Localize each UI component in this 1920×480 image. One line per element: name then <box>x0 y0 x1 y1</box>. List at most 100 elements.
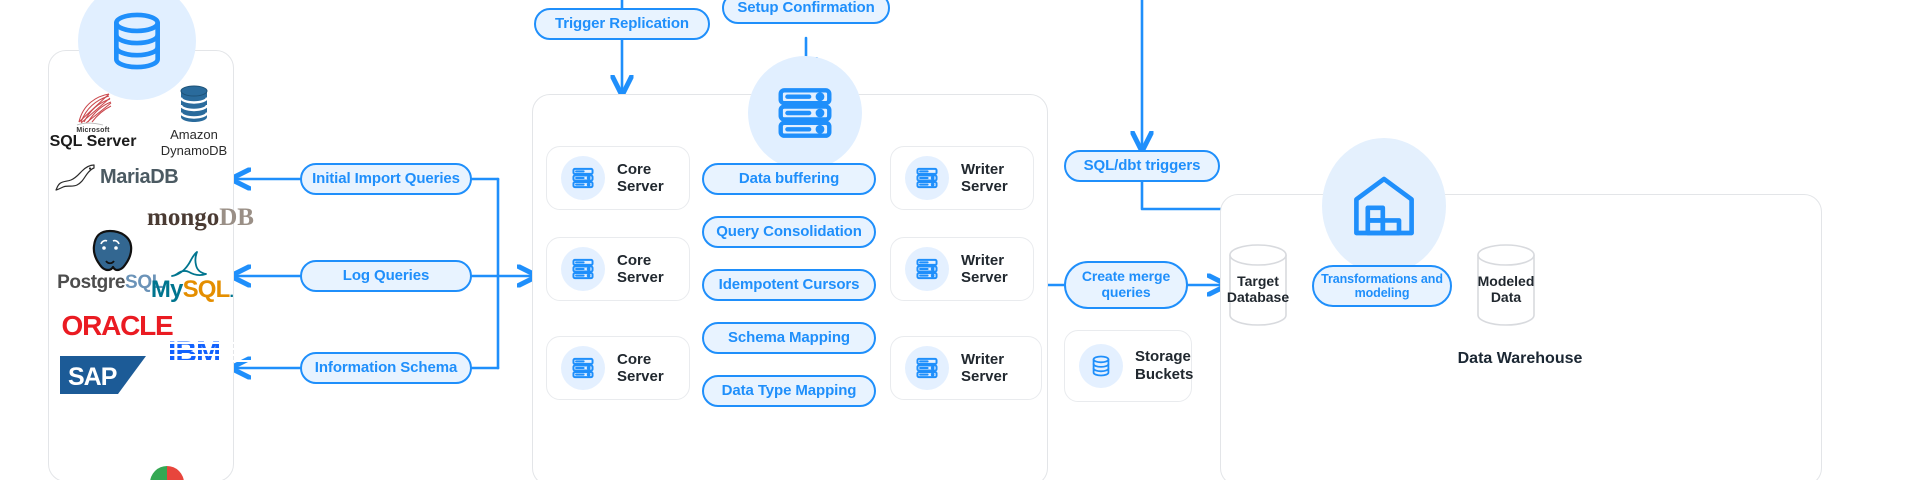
server-icon <box>905 247 949 291</box>
pill-create-merge-queries[interactable]: Create merge queries <box>1064 261 1188 309</box>
dynamodb-line1: Amazon <box>170 127 218 142</box>
sql-server-mark <box>76 93 112 126</box>
pill-label: Information Schema <box>314 358 458 376</box>
pill-label: Data buffering <box>738 169 840 187</box>
postgresql-line2: SQL <box>125 272 163 293</box>
pill-trigger-replication[interactable]: Trigger Replication <box>534 8 710 40</box>
database-stack-icon <box>78 0 196 100</box>
postgresql-wordmark: PostgreSQL <box>57 272 163 294</box>
pill-idempotent-cursors[interactable]: Idempotent Cursors <box>702 269 876 301</box>
sql-server-line2: SQL Server <box>49 133 137 151</box>
logo-caption: Microsoft SQL Server <box>50 127 137 152</box>
pill-data-buffering[interactable]: Data buffering <box>702 163 876 195</box>
pill-label: Data Type Mapping <box>721 381 857 399</box>
sql-server-line1: Microsoft <box>76 127 110 134</box>
mongodb-wordmark: mongoDB <box>147 204 254 232</box>
mariadb-seal-icon <box>55 164 95 191</box>
target-database-cylinder-shape <box>1229 244 1287 326</box>
pill-label: Query Consolidation <box>716 222 862 240</box>
node-label: Writer Server <box>961 251 1008 286</box>
ibm-stripes <box>168 342 252 362</box>
logo-mysql: MySQL. <box>146 248 238 304</box>
node-label: Storage Buckets <box>1135 348 1193 384</box>
pill-label-line1: Create merge <box>1081 268 1171 285</box>
pill-query-consolidation[interactable]: Query Consolidation <box>702 216 876 248</box>
pill-label: Log Queries <box>342 266 430 284</box>
server-icon <box>905 346 949 390</box>
pill-label-line1: Transformations and <box>1321 272 1443 286</box>
logo-oracle: ORACLE <box>52 310 182 342</box>
modeled-data-cylinder-shape <box>1477 244 1535 326</box>
pill-setup-confirmation[interactable]: Setup Confirmation <box>722 0 890 24</box>
storage-line2: Buckets <box>1135 366 1194 383</box>
node-core-server-1[interactable]: Core Server <box>546 146 690 210</box>
server-icon <box>905 156 949 200</box>
node-core-server-3[interactable]: Core Server <box>546 336 690 400</box>
pill-label: Initial Import Queries <box>312 169 460 187</box>
pill-information-schema[interactable]: Information Schema <box>300 352 472 384</box>
node-label: Core Server <box>617 160 664 195</box>
server-icon <box>561 247 605 291</box>
pill-label-line2: queries <box>1101 284 1151 300</box>
dynamodb-mark <box>179 85 209 122</box>
mysql-line2: SQL <box>182 276 231 303</box>
target-db-line2: Database <box>1226 289 1290 305</box>
mysql-wordmark: MySQL. <box>150 276 234 303</box>
pill-transformations-and-modeling[interactable]: Transformations and modeling <box>1312 265 1452 307</box>
node-core-server-2[interactable]: Core Server <box>546 237 690 301</box>
sap-mark: SAP <box>60 356 146 394</box>
mariadb-wordmark: MariaDB <box>100 165 179 188</box>
pill-sql-dbt-triggers[interactable]: SQL/dbt triggers <box>1064 150 1220 182</box>
node-writer-server-1[interactable]: Writer Server <box>890 146 1034 210</box>
modeled-data-line2: Data <box>1490 289 1522 305</box>
pill-label: Trigger Replication <box>555 14 689 32</box>
pill-label: Setup Confirmation <box>737 0 875 16</box>
pill-label-line2: modeling <box>1354 286 1410 300</box>
mongodb-line1: mongo <box>147 204 220 231</box>
node-label: Writer Server <box>961 160 1008 195</box>
target-db-line1: Target <box>1237 272 1279 289</box>
modeled-data-label: Modeled Data <box>1478 273 1535 305</box>
pill-schema-mapping[interactable]: Schema Mapping <box>702 322 876 354</box>
modeled-data-line1: Modeled <box>1477 272 1535 289</box>
ibm-wordmark: IBM <box>168 336 221 369</box>
pill-log-queries[interactable]: Log Queries <box>300 260 472 292</box>
logo-sql-server: Microsoft SQL Server <box>50 92 137 152</box>
node-writer-server-2[interactable]: Writer Server <box>890 237 1034 301</box>
server-rack-icon <box>748 56 862 170</box>
pill-initial-import-queries[interactable]: Initial Import Queries <box>300 163 472 195</box>
cylinder-target-database: Target Database <box>1226 243 1290 327</box>
database-cylinder-icon <box>1079 344 1123 388</box>
data-warehouse-title: Data Warehouse <box>1457 350 1583 367</box>
server-icon <box>561 346 605 390</box>
logo-mongodb: mongoDB <box>145 196 254 240</box>
pill-label: Idempotent Cursors <box>718 275 860 293</box>
logo-ibm: IBM <box>152 336 252 370</box>
logo-dynamodb: Amazon DynamoDB <box>152 84 236 158</box>
node-label: Writer Server <box>961 350 1008 385</box>
logo-sap: SAP <box>60 354 152 396</box>
warehouse-icon <box>1322 138 1446 274</box>
data-warehouse-panel <box>1220 194 1822 480</box>
logo-mariadb: MariaDB <box>50 160 190 194</box>
postgresql-elephant-icon <box>92 229 133 272</box>
oracle-wordmark: ORACLE <box>61 310 173 341</box>
logo-partial-bottom <box>150 466 184 480</box>
node-label: Core Server <box>617 350 664 385</box>
node-storage-buckets[interactable]: Storage Buckets <box>1064 330 1193 402</box>
mongodb-line2: DB <box>219 204 254 231</box>
storage-line1: Storage <box>1135 348 1191 365</box>
mysql-dolphin-icon <box>171 251 207 277</box>
node-writer-server-3[interactable]: Writer Server <box>890 336 1042 400</box>
postgresql-line1: Postgre <box>57 272 126 293</box>
pill-label: SQL/dbt triggers <box>1083 156 1201 174</box>
node-label: Core Server <box>617 251 664 286</box>
svg-text:SAP: SAP <box>68 363 117 391</box>
pill-data-type-mapping[interactable]: Data Type Mapping <box>702 375 876 407</box>
logo-caption: Amazon DynamoDB <box>161 127 227 158</box>
target-database-label: Target Database <box>1227 273 1289 305</box>
logo-postgresql: PostgreSQL <box>57 228 163 294</box>
server-icon <box>561 156 605 200</box>
pill-label: Schema Mapping <box>728 328 850 346</box>
